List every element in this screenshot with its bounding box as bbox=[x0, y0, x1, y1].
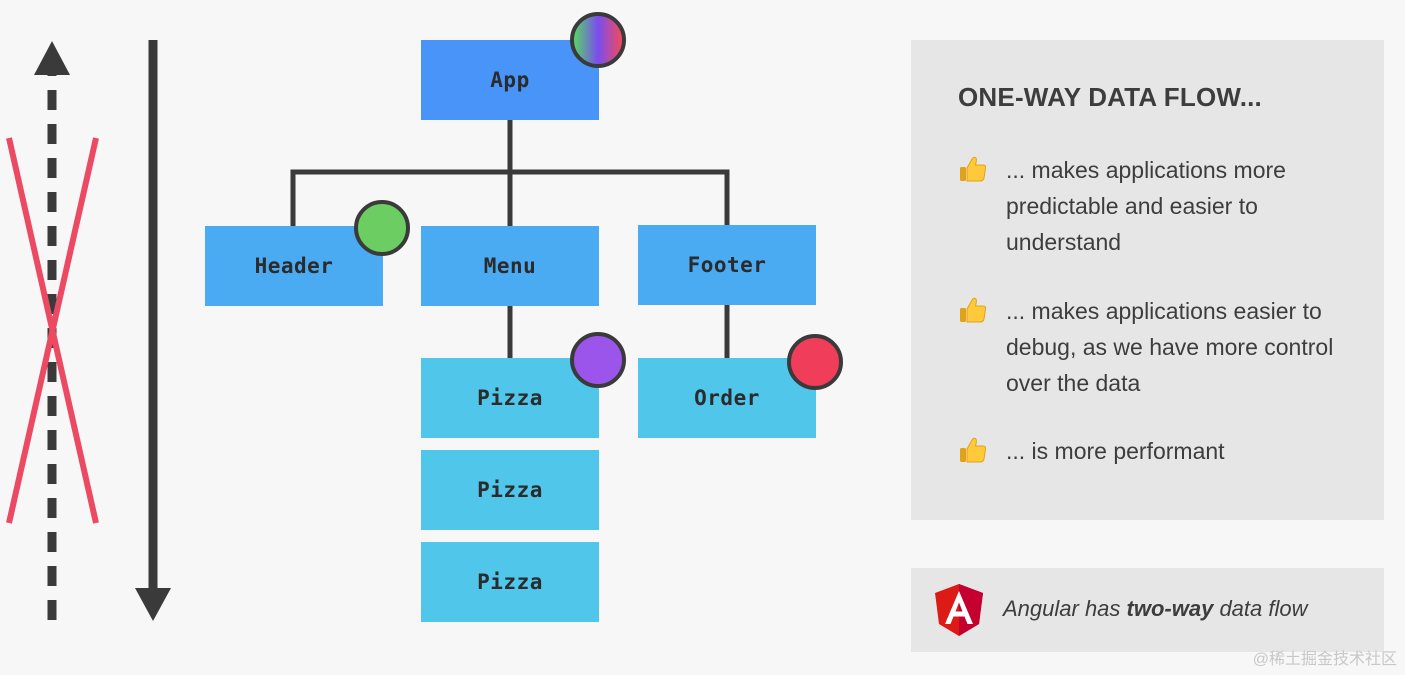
panel-title: ONE-WAY DATA FLOW... bbox=[958, 82, 1262, 112]
note-text-before: Angular has bbox=[1003, 596, 1127, 621]
header-state-dot bbox=[354, 200, 410, 256]
thumbs-up-icon bbox=[958, 293, 1006, 325]
node-pizza-2-label: Pizza bbox=[477, 478, 543, 502]
thumbs-up-icon bbox=[958, 433, 1006, 465]
order-state-dot bbox=[787, 334, 843, 390]
thumbs-up-icon bbox=[958, 152, 1006, 184]
node-menu-label: Menu bbox=[483, 254, 537, 278]
benefit-item: ... makes applications more predictable … bbox=[958, 152, 1358, 260]
node-order-label: Order bbox=[694, 386, 760, 410]
pizza-state-dot bbox=[570, 332, 626, 388]
upward-flow-arrow bbox=[34, 41, 70, 620]
angular-note-text: Angular has two-way data flow bbox=[1003, 596, 1308, 622]
benefit-item: ... is more performant bbox=[958, 433, 1358, 469]
node-pizza-3-label: Pizza bbox=[477, 570, 543, 594]
watermark: @稀土掘金技术社区 bbox=[1252, 651, 1397, 668]
node-header-label: Header bbox=[254, 254, 334, 278]
node-header: Header bbox=[205, 226, 383, 306]
node-menu: Menu bbox=[421, 226, 599, 306]
node-footer-label: Footer bbox=[687, 253, 767, 277]
benefit-text: ... makes applications easier to debug, … bbox=[1006, 298, 1334, 396]
note-text-bold: two-way bbox=[1126, 596, 1214, 621]
cross-out-mark bbox=[6, 137, 99, 524]
angular-note: Angular has two-way data flow bbox=[911, 568, 1384, 652]
benefit-text: ... is more performant bbox=[1006, 438, 1225, 464]
benefit-item: ... makes applications easier to debug, … bbox=[958, 293, 1358, 401]
benefit-text: ... makes applications more predictable … bbox=[1006, 157, 1286, 255]
node-pizza-1-label: Pizza bbox=[477, 386, 543, 410]
downward-flow-arrow bbox=[135, 40, 171, 621]
app-state-dot bbox=[570, 12, 626, 68]
node-pizza-3: Pizza bbox=[421, 542, 599, 622]
node-footer: Footer bbox=[638, 225, 816, 305]
node-app-label: App bbox=[490, 68, 530, 92]
node-order: Order bbox=[638, 358, 816, 438]
node-pizza-2: Pizza bbox=[421, 450, 599, 530]
note-text-after: data flow bbox=[1213, 596, 1308, 621]
node-app: App bbox=[421, 40, 599, 120]
node-pizza-1: Pizza bbox=[421, 358, 599, 438]
angular-logo-icon bbox=[933, 582, 985, 643]
benefits-panel: ONE-WAY DATA FLOW... ... makes applicati… bbox=[911, 40, 1384, 520]
tree-connectors bbox=[290, 120, 730, 358]
